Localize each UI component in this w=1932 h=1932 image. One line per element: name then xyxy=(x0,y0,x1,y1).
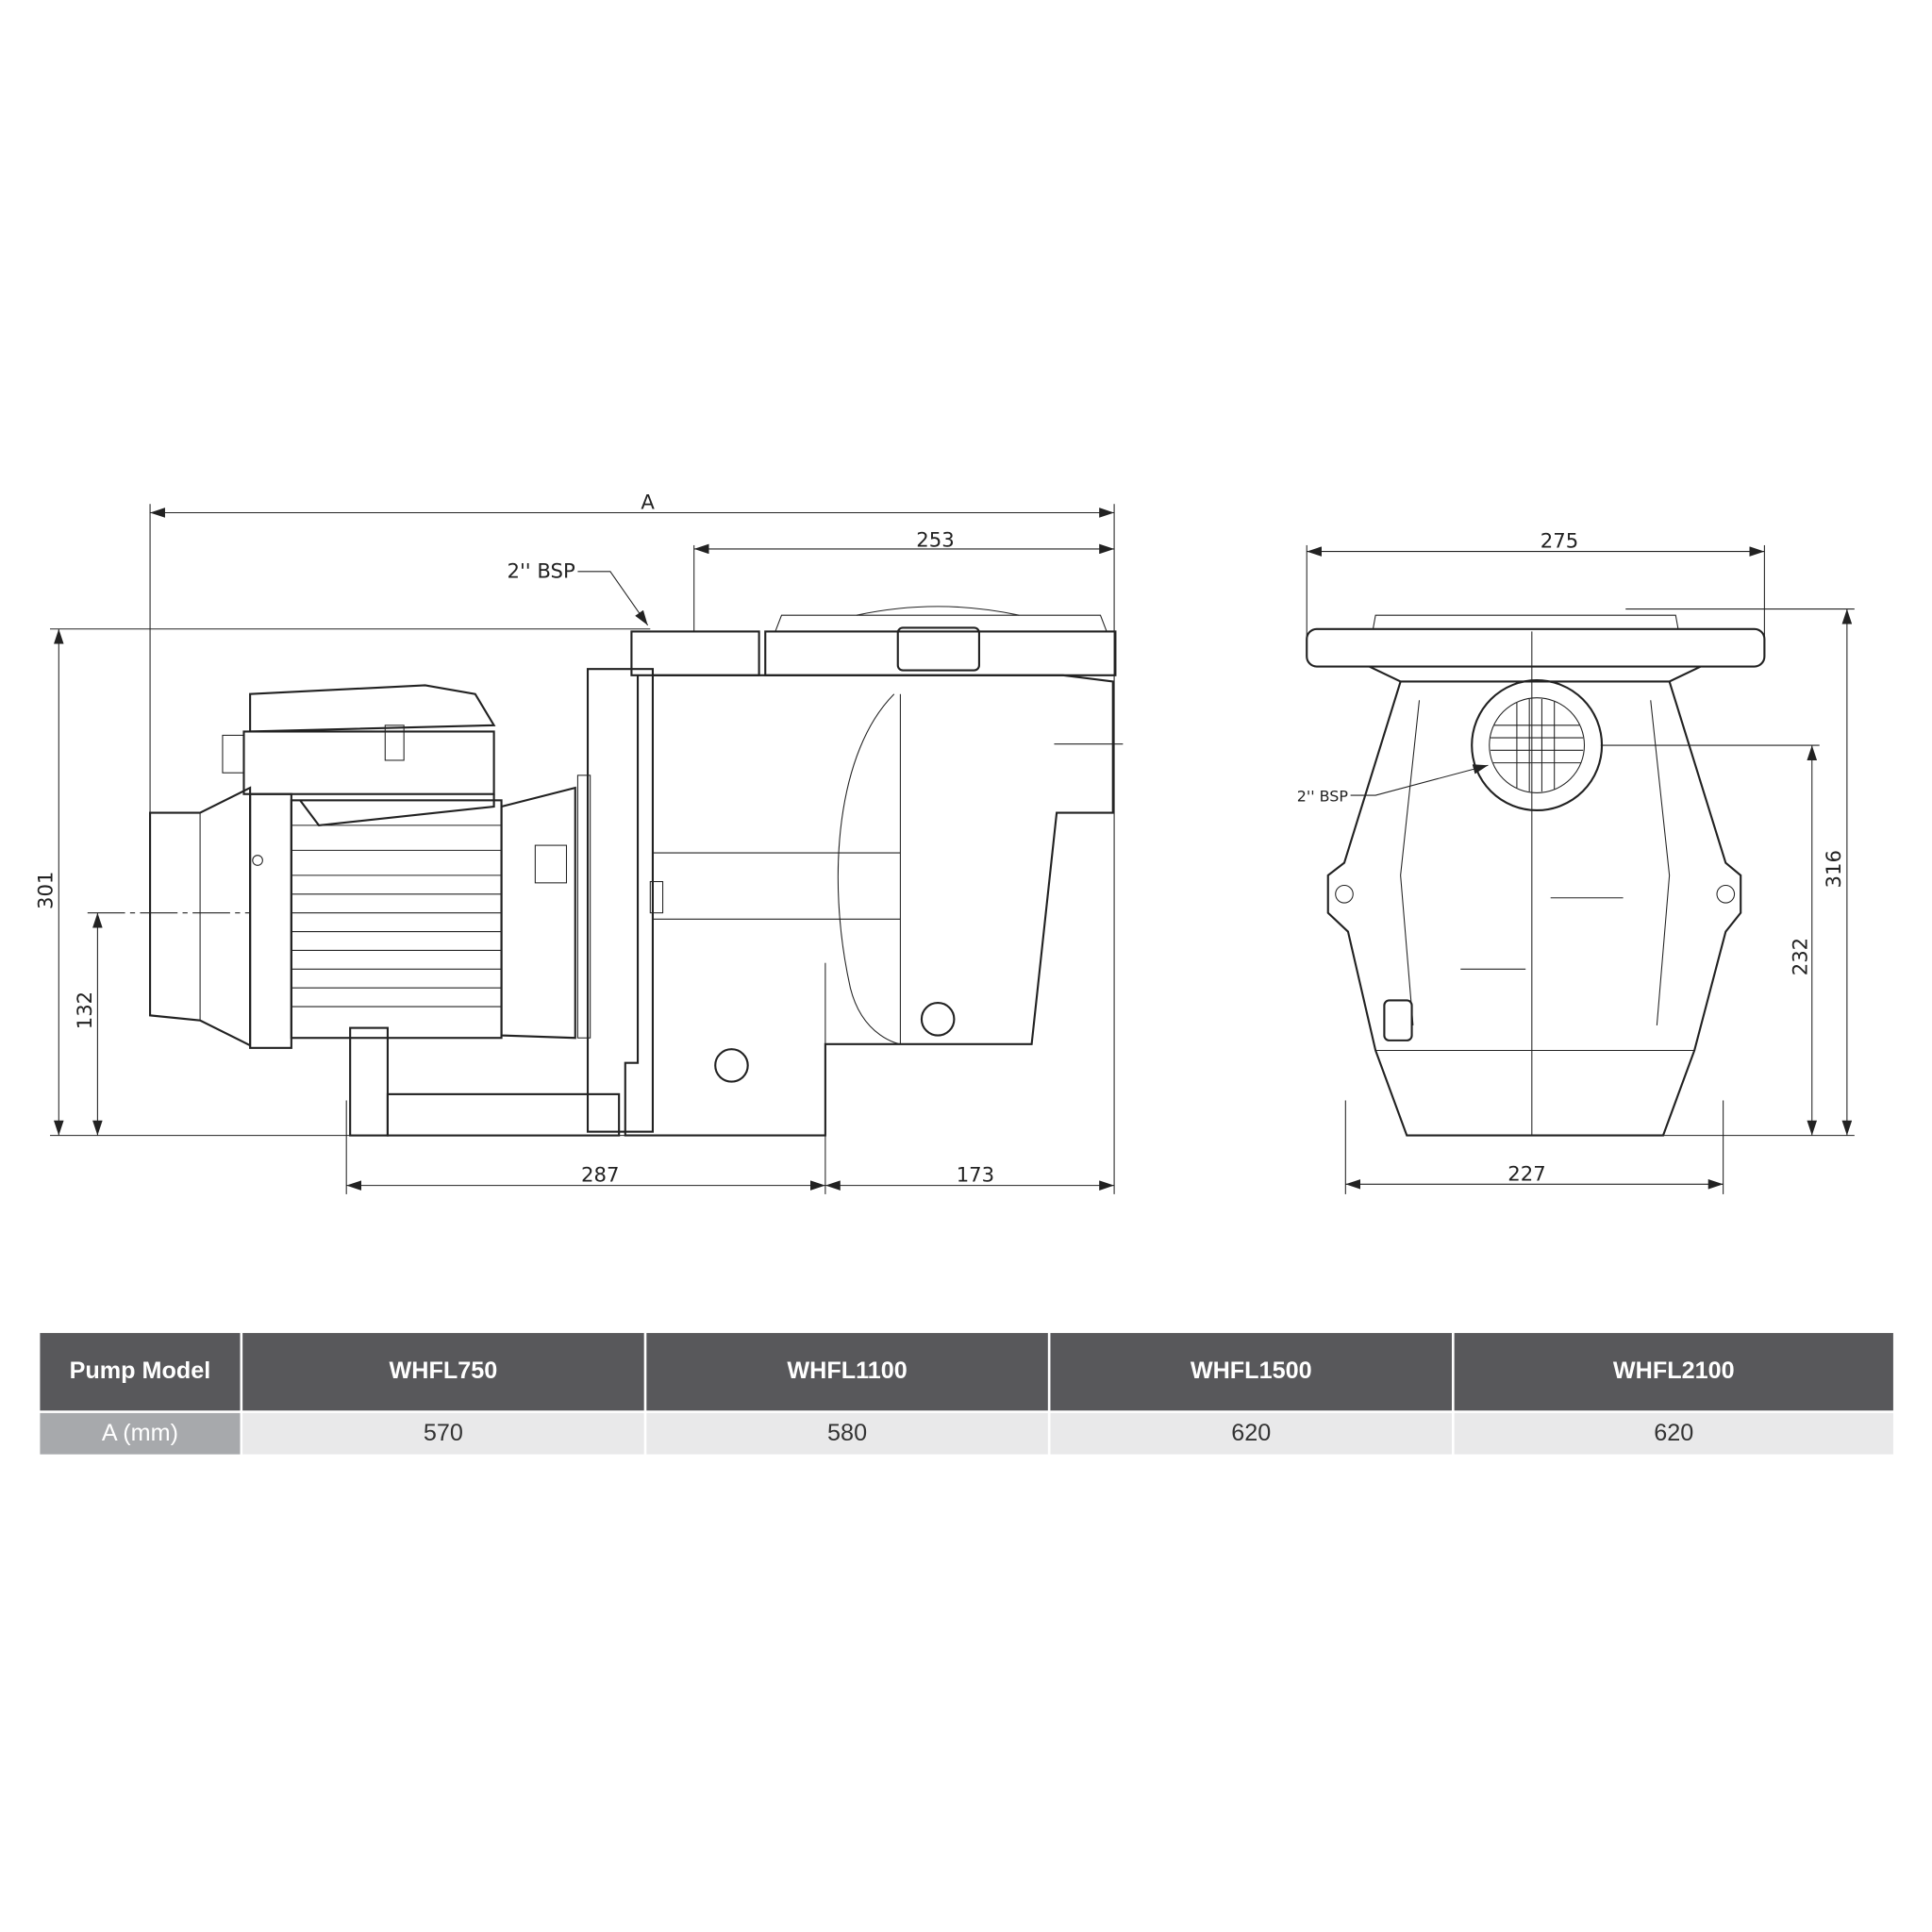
header-whfl1500: WHFL1500 xyxy=(1050,1333,1452,1411)
dim-a-label: A xyxy=(641,491,655,514)
suction-port xyxy=(630,630,760,676)
row-label-a-mm: A (mm) xyxy=(40,1412,241,1455)
cell-a-whfl1500: 620 xyxy=(1050,1412,1452,1455)
strainer-lid xyxy=(764,630,1117,676)
cell-a-whfl750: 570 xyxy=(242,1412,644,1455)
drain-plug xyxy=(920,1002,956,1037)
front-view: 275 227 316 232 2'' BSP xyxy=(1297,529,1855,1194)
header-whfl2100: WHFL2100 xyxy=(1454,1333,1893,1411)
dim-227-label: 227 xyxy=(1507,1161,1545,1185)
dim-253-label: 253 xyxy=(916,527,954,551)
header-whfl750: WHFL750 xyxy=(242,1333,644,1411)
strainer-lid-front xyxy=(1306,627,1766,668)
drain-plug xyxy=(714,1048,749,1083)
pump-body-front xyxy=(1326,681,1742,1137)
header-whfl1100: WHFL1100 xyxy=(646,1333,1048,1411)
dim-173-label: 173 xyxy=(957,1163,994,1187)
side-view: A 253 2'' BSP 301 132 287 173 xyxy=(34,491,1124,1194)
pump-housing xyxy=(624,674,1114,1137)
cell-a-whfl2100: 620 xyxy=(1454,1412,1893,1455)
pump-flange xyxy=(586,668,655,1133)
port-label-side: 2'' BSP xyxy=(507,558,575,582)
control-box xyxy=(242,730,495,795)
dim-275-label: 275 xyxy=(1541,529,1578,553)
dim-316-label: 316 xyxy=(1822,850,1845,888)
header-pump-model: Pump Model xyxy=(40,1333,241,1411)
cell-a-whfl1100: 580 xyxy=(646,1412,1048,1455)
dim-232-label: 232 xyxy=(1788,938,1811,975)
outlet-port-front xyxy=(1471,679,1604,812)
port-label-front: 2'' BSP xyxy=(1297,788,1349,806)
dim-287-label: 287 xyxy=(581,1163,619,1187)
dim-301-label: 301 xyxy=(34,872,58,909)
pump-dimension-drawing: A 253 2'' BSP 301 132 287 173 xyxy=(34,491,1855,1194)
dim-132-label: 132 xyxy=(73,991,96,1029)
motor-body xyxy=(290,799,503,1040)
